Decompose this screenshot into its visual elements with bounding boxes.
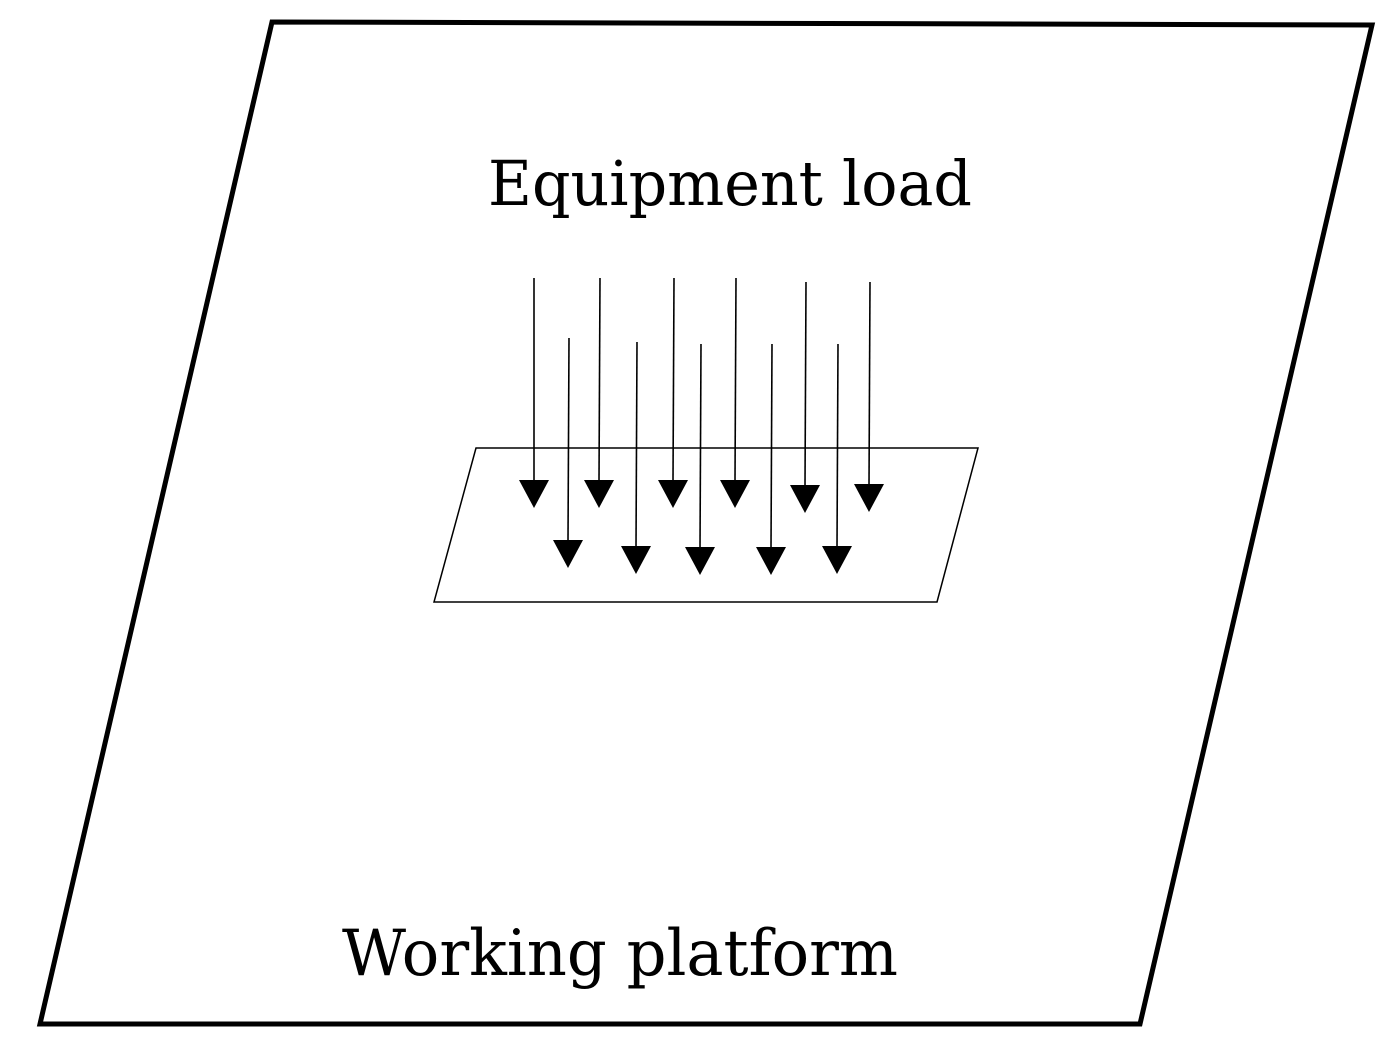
load-arrow-shaft: [699, 343, 702, 550]
load-arrow-shaft: [804, 281, 807, 488]
load-arrow-front-2: [621, 341, 651, 574]
load-arrow-front-4: [756, 343, 786, 575]
load-arrow-back-6: [854, 281, 884, 512]
load-arrow-front-1: [553, 337, 583, 568]
load-arrow-head: [720, 480, 750, 508]
working-platform-outline: [36, 19, 1376, 1027]
equipment-footprint-outline: [433, 447, 979, 603]
load-arrow-head: [756, 547, 786, 575]
load-arrow-head: [854, 484, 884, 512]
load-arrow-shaft: [672, 277, 675, 483]
load-arrow-shaft: [836, 343, 839, 549]
load-arrow-head: [822, 546, 852, 574]
load-arrow-back-5: [790, 281, 820, 513]
load-arrow-shaft: [598, 277, 601, 483]
working-platform-label: Working platform: [342, 917, 898, 991]
load-arrow-head: [553, 540, 583, 568]
load-arrow-head: [658, 480, 688, 508]
load-arrow-back-2: [584, 277, 614, 508]
load-arrow-shaft: [770, 343, 773, 550]
load-arrow-shaft: [567, 337, 570, 543]
load-arrow-shaft: [868, 281, 871, 487]
load-arrow-back-3: [658, 277, 688, 508]
load-arrow-back-4: [720, 277, 750, 508]
load-arrow-back-1: [519, 278, 549, 508]
load-arrows: [519, 277, 884, 575]
load-arrow-head: [584, 480, 614, 508]
load-arrow-shaft: [734, 277, 737, 483]
equipment-load-label: Equipment load: [488, 147, 972, 220]
load-arrow-head: [685, 547, 715, 575]
load-arrow-head: [621, 546, 651, 574]
load-arrow-head: [519, 480, 549, 508]
load-arrow-front-3: [685, 343, 715, 575]
load-arrow-head: [790, 485, 820, 513]
load-arrow-front-5: [822, 343, 852, 574]
load-arrow-shaft: [635, 341, 638, 549]
